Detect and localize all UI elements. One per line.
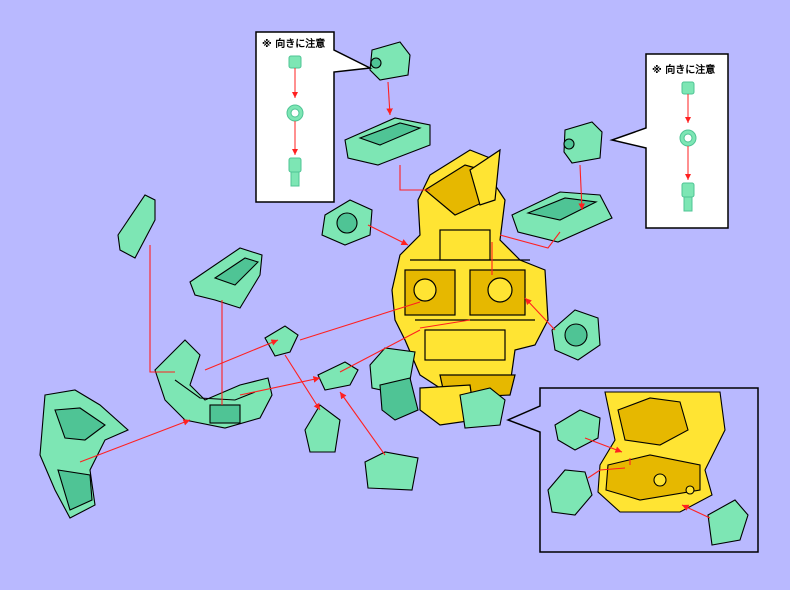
- detail-box: [506, 387, 759, 553]
- part-top-block: [369, 41, 411, 81]
- part-upper-plate: [344, 117, 431, 166]
- part-core-side-right: [459, 387, 506, 429]
- callout-left-note: ※ 向きに注意: [262, 37, 325, 50]
- callout-box-right: ※ 向きに注意: [609, 53, 729, 229]
- part-bottom-small: [364, 451, 419, 491]
- part-right-plate: [511, 191, 613, 243]
- part-shoulder: [189, 247, 263, 309]
- callout-box-left: ※ 向きに注意: [255, 31, 373, 203]
- part-curved-arm: [154, 339, 273, 429]
- part-right-vent: [551, 309, 601, 361]
- part-mid-small: [317, 361, 359, 391]
- part-left-vent: [321, 199, 373, 246]
- green-parts: [39, 41, 613, 519]
- part-big-leg: [39, 389, 130, 519]
- part-wedge: [264, 325, 299, 357]
- part-left-fin: [117, 194, 156, 259]
- part-core-side-left: [369, 347, 419, 421]
- part-right-block: [563, 121, 603, 164]
- callout-right-note: ※ 向きに注意: [652, 63, 715, 76]
- assembly-arrows: [79, 81, 586, 463]
- core-body: [391, 148, 549, 426]
- part-lower-plate: [304, 404, 341, 453]
